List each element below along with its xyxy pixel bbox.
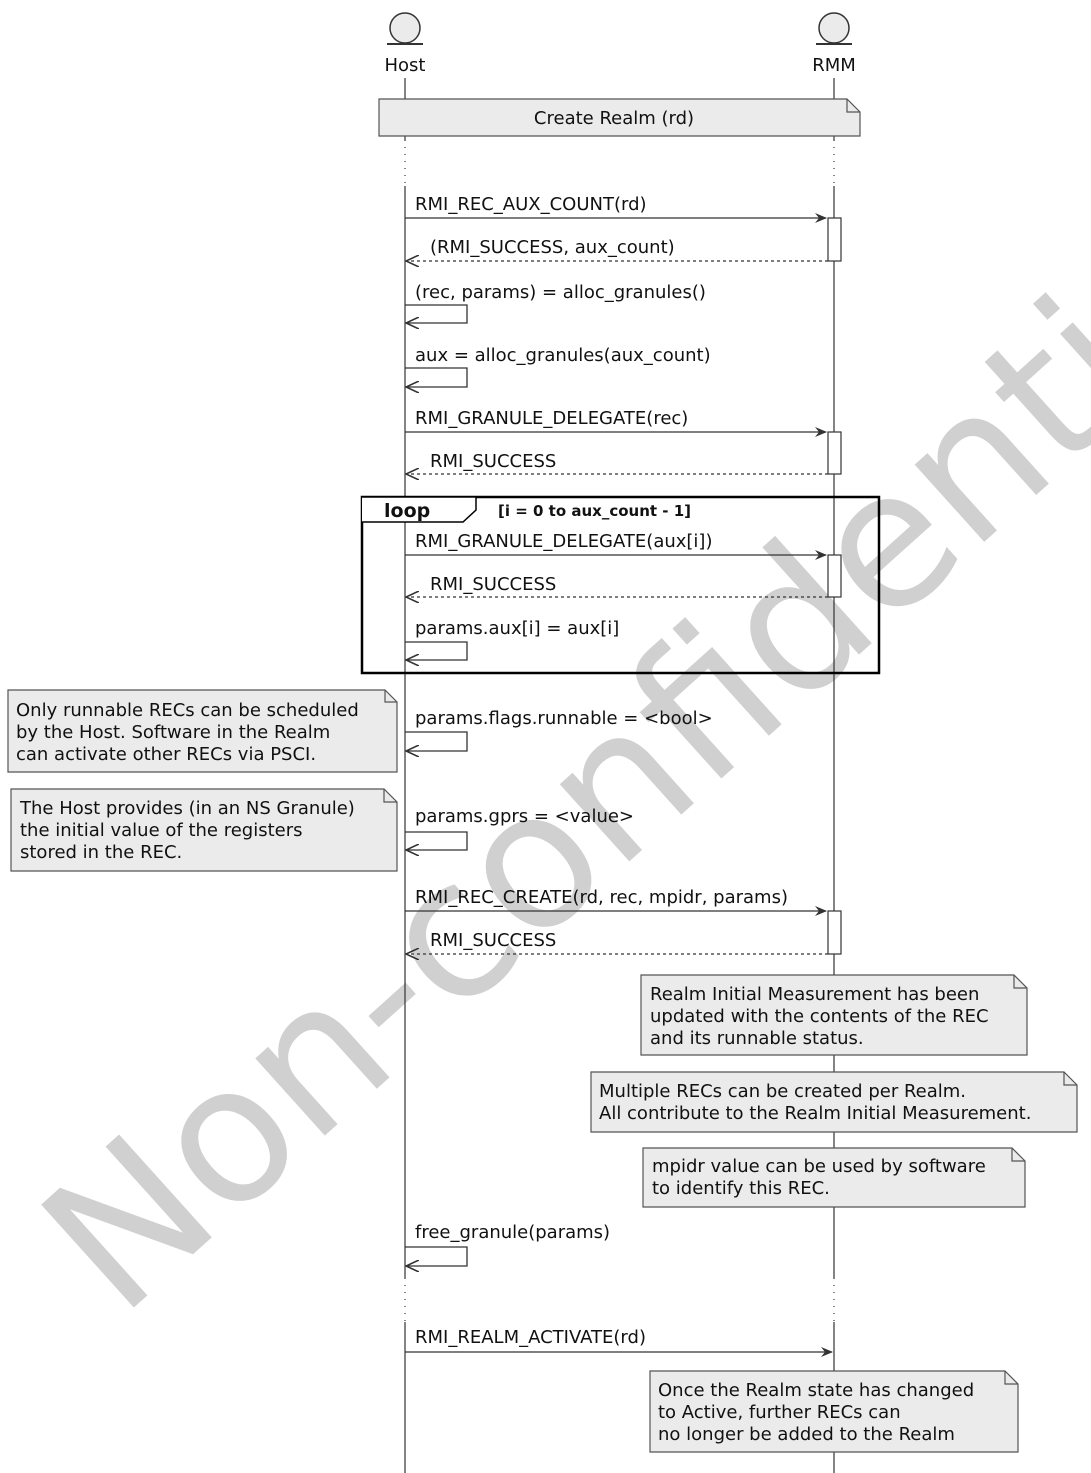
note-line: Only runnable RECs can be scheduled	[16, 700, 359, 721]
participant-host: Host	[385, 12, 426, 76]
message-alloc-aux: aux = alloc_granules(aux_count)	[405, 345, 711, 387]
note-line: Once the Realm state has changed	[658, 1380, 974, 1401]
message-params-gprs: params.gprs = <value>	[405, 806, 634, 850]
note-line: updated with the contents of the REC	[650, 1006, 989, 1027]
activation-bar	[827, 431, 842, 475]
message-label: RMI_SUCCESS	[430, 451, 556, 472]
activation-bar	[827, 554, 842, 598]
message-label: RMI_GRANULE_DELEGATE(rec)	[415, 408, 688, 429]
message-alloc-rec-params: (rec, params) = alloc_granules()	[405, 282, 706, 323]
loop-fragment: loop [i = 0 to aux_count - 1]	[360, 495, 881, 675]
entity-icon	[818, 12, 850, 44]
note-runnable: Only runnable RECs can be scheduled by t…	[7, 689, 398, 773]
note-realm-active: Once the Realm state has changed to Acti…	[649, 1370, 1019, 1453]
entity-icon	[389, 12, 421, 44]
section-create-realm: Create Realm (rd)	[378, 98, 861, 137]
message-rec-aux-count-return: (RMI_SUCCESS, aux_count)	[406, 237, 828, 261]
note-line: the initial value of the registers	[20, 820, 303, 841]
note-gprs: The Host provides (in an NS Granule) the…	[10, 788, 398, 872]
note-line: to Active, further RECs can	[658, 1402, 901, 1423]
message-free-granule: free_granule(params)	[405, 1222, 610, 1266]
message-granule-delegate-aux: RMI_GRANULE_DELEGATE(aux[i])	[405, 531, 827, 560]
note-mpidr: mpidr value can be used by software to i…	[642, 1147, 1026, 1208]
note-line: stored in the REC.	[20, 842, 182, 863]
message-realm-activate: RMI_REALM_ACTIVATE(rd)	[405, 1327, 833, 1357]
message-params-aux: params.aux[i] = aux[i]	[405, 618, 619, 660]
message-label: params.flags.runnable = <bool>	[415, 708, 713, 729]
message-label: RMI_REC_CREATE(rd, rec, mpidr, params)	[415, 887, 788, 908]
note-line: All contribute to the Realm Initial Meas…	[599, 1103, 1031, 1124]
participant-rmm: RMM	[812, 12, 856, 76]
message-rec-aux-count: RMI_REC_AUX_COUNT(rd)	[405, 194, 827, 223]
note-line: by the Host. Software in the Realm	[16, 722, 330, 743]
note-measurement: Realm Initial Measurement has been updat…	[640, 974, 1028, 1056]
message-label: params.gprs = <value>	[415, 806, 634, 827]
section-title: Create Realm (rd)	[534, 108, 694, 129]
message-label: RMI_SUCCESS	[430, 930, 556, 951]
message-label: aux = alloc_granules(aux_count)	[415, 345, 711, 366]
message-rec-create: RMI_REC_CREATE(rd, rec, mpidr, params)	[405, 887, 827, 916]
activation-bar	[827, 217, 842, 262]
message-label: RMI_REALM_ACTIVATE(rd)	[415, 1327, 646, 1348]
note-line: Realm Initial Measurement has been	[650, 984, 979, 1005]
message-label: (rec, params) = alloc_granules()	[415, 282, 706, 303]
note-line: The Host provides (in an NS Granule)	[19, 798, 355, 819]
activation-bar	[827, 910, 842, 955]
loop-keyword: loop	[384, 500, 430, 522]
note-line: can activate other RECs via PSCI.	[16, 744, 316, 765]
message-granule-delegate-rec: RMI_GRANULE_DELEGATE(rec)	[405, 408, 827, 437]
message-label: (RMI_SUCCESS, aux_count)	[430, 237, 675, 258]
message-granule-delegate-rec-return: RMI_SUCCESS	[406, 451, 828, 474]
message-granule-delegate-aux-return: RMI_SUCCESS	[406, 574, 828, 597]
message-label: RMI_SUCCESS	[430, 574, 556, 595]
message-params-runnable: params.flags.runnable = <bool>	[405, 708, 713, 751]
message-label: free_granule(params)	[415, 1222, 610, 1243]
note-line: to identify this REC.	[652, 1178, 830, 1199]
note-line: Multiple RECs can be created per Realm.	[599, 1081, 966, 1102]
note-line: mpidr value can be used by software	[652, 1156, 986, 1177]
note-multiple-recs: Multiple RECs can be created per Realm. …	[590, 1071, 1078, 1133]
message-rec-create-return: RMI_SUCCESS	[406, 930, 828, 954]
message-label: RMI_GRANULE_DELEGATE(aux[i])	[415, 531, 712, 552]
participant-label-rmm: RMM	[812, 55, 856, 76]
loop-condition: [i = 0 to aux_count - 1]	[498, 502, 691, 520]
message-label: params.aux[i] = aux[i]	[415, 618, 619, 639]
participant-label-host: Host	[385, 55, 426, 76]
message-label: RMI_REC_AUX_COUNT(rd)	[415, 194, 647, 215]
note-line: and its runnable status.	[650, 1028, 864, 1049]
note-line: no longer be added to the Realm	[658, 1424, 955, 1445]
